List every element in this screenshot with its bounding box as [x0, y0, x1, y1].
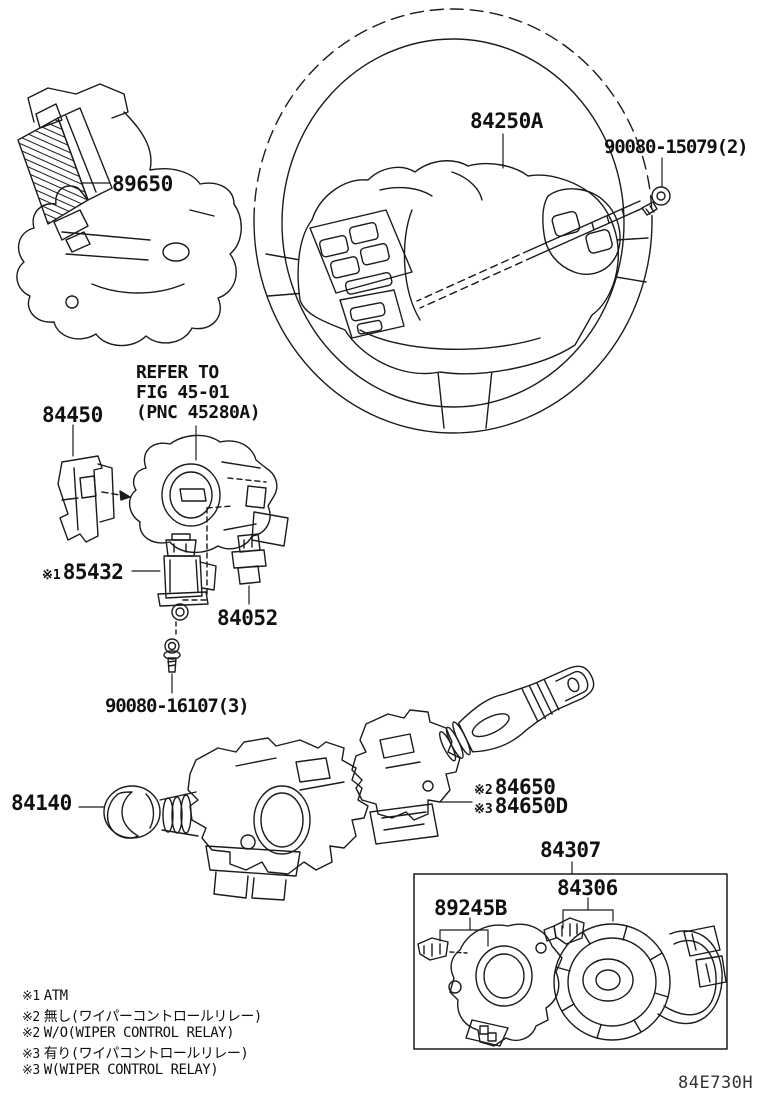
footnote-mark: ※2 [22, 1010, 40, 1025]
part-label-89650: 89650 [112, 172, 173, 196]
sensor-assembly-box [413, 873, 728, 1050]
footnote-mark-3: ※3 [474, 802, 493, 817]
part-label-84306: 84306 [557, 876, 618, 900]
ecu-bracket-drawing [16, 83, 242, 347]
refer-note-line1: REFER TO [136, 362, 219, 383]
leader-lines [72, 133, 663, 947]
part-label-84650: ※284650 [474, 775, 556, 800]
combination-switch-drawing [187, 737, 369, 901]
part-label-84650D: ※384650D [474, 794, 568, 819]
unlock-warning-solenoid-drawing [157, 505, 233, 621]
part-number-84650: 84650 [494, 775, 556, 799]
steering-wheel-drawing [253, 8, 653, 434]
part-label-84052: 84052 [217, 606, 278, 630]
knob-switch-drawing [231, 533, 267, 585]
footnote-mark: ※1 [22, 989, 40, 1004]
footnote-mark-1: ※1 [42, 568, 61, 583]
footnote-mark: ※3 [22, 1063, 40, 1078]
refer-note-line2: FIG 45-01 [136, 382, 230, 403]
refer-note: REFER TO FIG 45-01 (PNC 45280A) [136, 362, 261, 423]
angle-sensor-drawing [417, 923, 563, 1047]
part-number-84650D: 84650D [494, 794, 568, 818]
wiper-stalk-drawing [351, 665, 595, 845]
part-label-84307: 84307 [540, 838, 601, 862]
footnote-mark: ※3 [22, 1047, 40, 1062]
part-label-84140: 84140 [11, 791, 72, 815]
part-label-90080-15079: 90080-15079(2) [604, 136, 749, 158]
part-label-84450: 84450 [42, 403, 103, 427]
key-interlock-drawing [57, 455, 131, 543]
part-label-89245B: 89245B [434, 896, 507, 920]
solenoid-screw-drawing [163, 621, 181, 673]
part-label-90080-16107: 90080-16107(3) [105, 695, 250, 717]
ignition-housing-drawing [129, 434, 289, 553]
wheel-screw-drawing [416, 186, 671, 309]
footnote-text: 有り(ワイパコントロールリレー) [43, 1046, 249, 1062]
headlamp-stalk-drawing [103, 785, 199, 839]
refer-note-line3: (PNC 45280A) [136, 402, 261, 423]
footnote-text: W(WIPER CONTROL RELAY) [43, 1062, 219, 1078]
footnote-mark-2: ※2 [474, 783, 493, 798]
spiral-cable-drawing [543, 917, 727, 1041]
footnote-text: W/O(WIPER CONTROL RELAY) [43, 1025, 235, 1041]
part-number-85432: 85432 [62, 560, 124, 584]
part-label-85432: ※185432 [42, 560, 124, 584]
part-label-84250A: 84250A [470, 109, 543, 133]
figure-code: 84E730H [678, 1073, 754, 1093]
footnote-text: ATM [43, 988, 68, 1004]
footnote-mark: ※2 [22, 1026, 40, 1041]
footnote-text: 無し(ワイパーコントロールリレー) [43, 1009, 263, 1025]
